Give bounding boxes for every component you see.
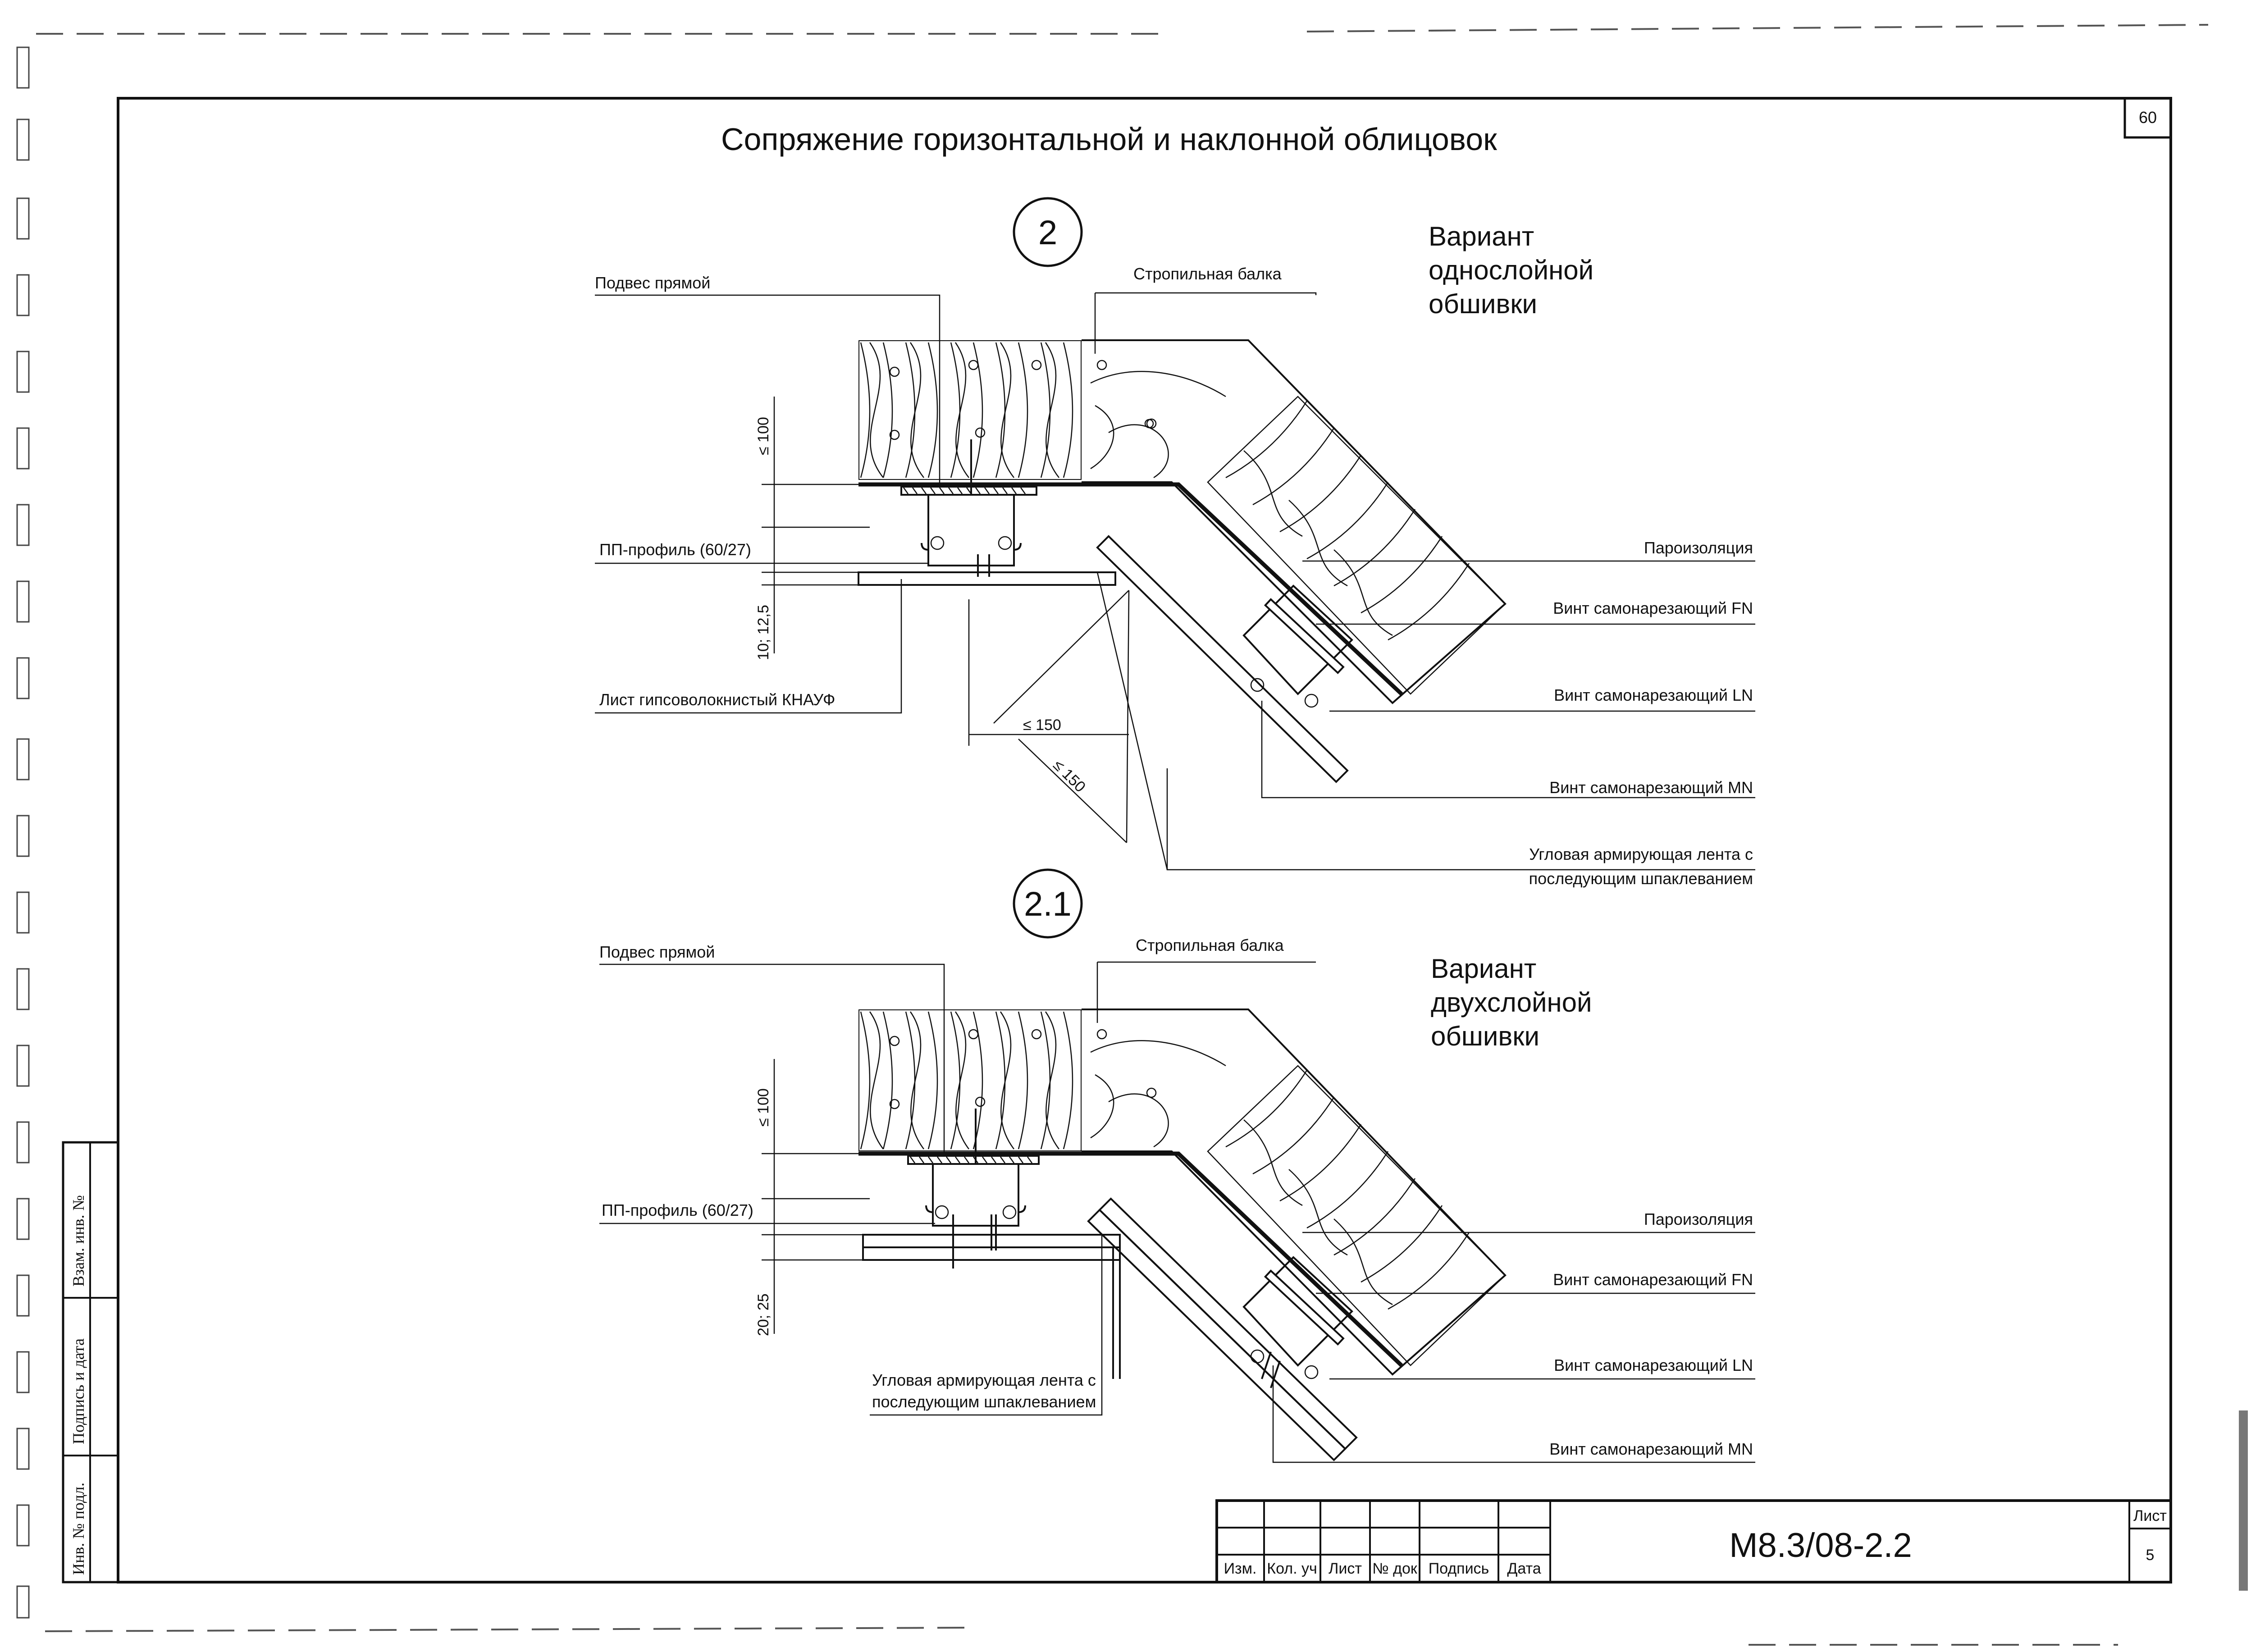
insulation-horizontal: [858, 1009, 1082, 1151]
hanger-profile: [900, 439, 1037, 577]
sloped-profile: [1242, 584, 1353, 695]
detail-2-1: 2.1 Вариант двухслойной обшивки: [599, 868, 1755, 1463]
sloped-profile: [1242, 1256, 1353, 1367]
hanger-profile: [907, 1109, 1040, 1269]
leaders: [599, 961, 1755, 1463]
vapor-barrier: [858, 482, 1403, 696]
dim-thickness: 20; 25: [755, 1293, 772, 1336]
insulation-horizontal: [858, 340, 1082, 480]
label-tape-2: последующим шпаклеванием: [1529, 869, 1753, 888]
board-horizontal-double: [862, 1234, 1121, 1379]
board-sloped: [1096, 535, 1349, 783]
dim-thickness: 10; 12,5: [755, 605, 772, 660]
dim-gap: ≤ 100: [755, 417, 772, 455]
label-hanger: Подвес прямой: [595, 274, 710, 292]
board-sloped-outer: [1087, 1209, 1347, 1461]
variant-line-3: обшивки: [1429, 289, 1537, 319]
variant-line-1: Вариант: [1431, 954, 1536, 984]
label-board: Лист гипсоволокнистый КНАУФ: [599, 690, 835, 709]
detail-2: 2 Вариант однослойной обшивки: [595, 197, 1755, 888]
label-profile: ПП-профиль (60/27): [602, 1201, 753, 1219]
page-title: Сопряжение горизонтальной и наклонной об…: [721, 122, 1497, 157]
side-stamp-cell-1: Взам. инв. №: [69, 1195, 87, 1287]
label-rafter: Стропильная балка: [1136, 936, 1284, 954]
sheet-frame: [117, 97, 2172, 1584]
vapor-barrier: [858, 1151, 1403, 1367]
label-hanger: Подвес прямой: [599, 943, 715, 961]
sheet-number: 5: [2146, 1547, 2155, 1564]
header-signature: Подпись: [1429, 1560, 1489, 1577]
detail-marker-circle: [1013, 197, 1083, 267]
corner-number-box: [2123, 97, 2172, 139]
dim-h150: ≤ 150: [1023, 716, 1061, 734]
label-rafter: Стропильная балка: [1133, 265, 1282, 283]
sheet-label: Лист: [2133, 1507, 2167, 1524]
label-tape-2: последующим шпаклеванием: [872, 1392, 1096, 1411]
board-sloped-inner: [1098, 1197, 1358, 1450]
variant-line-2: однослойной: [1429, 255, 1594, 285]
side-stamp-cell-3: Инв. № подл.: [69, 1483, 87, 1575]
label-screw-mn: Винт самонарезающий MN: [1549, 778, 1753, 797]
label-screw-fn: Винт самонарезающий FN: [1553, 599, 1753, 617]
corner-number: 60: [2139, 108, 2157, 127]
dimensions: [762, 397, 1130, 843]
header-date: Дата: [1507, 1560, 1541, 1577]
scan-artifacts: [16, 24, 2248, 1646]
header-kol-uch: Кол. уч: [1267, 1560, 1317, 1577]
detail-marker-circle: [1013, 868, 1083, 939]
leaders: [595, 292, 1755, 871]
variant-line-1: Вариант: [1429, 221, 1534, 251]
board-horizontal: [858, 571, 1116, 586]
title-block: Изм. Кол. уч Лист № док Подпись Дата М8.…: [1215, 1499, 2172, 1584]
label-vapor: Пароизоляция: [1644, 1210, 1753, 1228]
detail-marker: 2.1: [1024, 885, 1072, 923]
rafter-beam: [1082, 339, 1507, 704]
detail-marker: 2: [1038, 214, 1057, 252]
header-izm: Изм.: [1224, 1560, 1257, 1577]
label-screw-ln: Винт самонарезающий LN: [1554, 686, 1753, 704]
variant-line-2: двухслойной: [1431, 987, 1592, 1018]
label-vapor: Пароизоляция: [1644, 538, 1753, 557]
side-stamp: Взам. инв. № Подпись и дата Инв. № подл.: [62, 1141, 119, 1584]
label-screw-mn: Винт самонарезающий MN: [1549, 1440, 1753, 1458]
header-doc-number: № док: [1372, 1560, 1418, 1577]
insulation-sloped: [1207, 1065, 1506, 1366]
side-stamp-cell-2: Подпись и дата: [69, 1338, 87, 1444]
dim-d150: ≤ 150: [1050, 757, 1089, 796]
insulation-sloped: [1144, 396, 1506, 695]
document-code: М8.3/08-2.2: [1729, 1526, 1912, 1565]
label-tape-1: Угловая армирующая лента с: [1529, 845, 1753, 863]
label-screw-ln: Винт самонарезающий LN: [1554, 1356, 1753, 1374]
variant-line-3: обшивки: [1431, 1021, 1539, 1051]
label-screw-fn: Винт самонарезающий FN: [1553, 1270, 1753, 1289]
label-profile: ПП-профиль (60/27): [599, 540, 751, 559]
header-list: Лист: [1329, 1560, 1362, 1577]
dimensions: [762, 1059, 870, 1334]
dim-gap: ≤ 100: [755, 1088, 772, 1127]
rafter-beam: [1082, 1009, 1507, 1376]
label-tape-1: Угловая армирующая лента с: [872, 1371, 1096, 1389]
